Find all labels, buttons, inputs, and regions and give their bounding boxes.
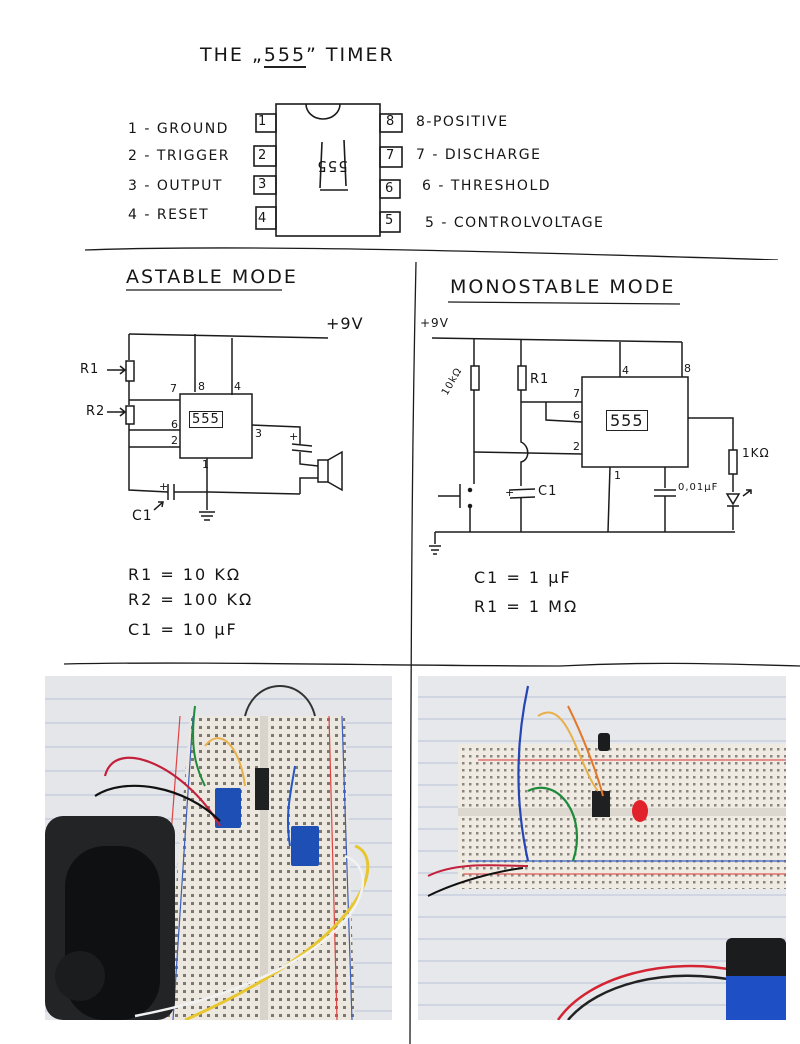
ic-chip [255, 768, 269, 810]
astable-pin2: 2 [171, 434, 179, 447]
monostable-photo-illustration [418, 676, 786, 1020]
astable-out-cap-plus: + [289, 430, 300, 443]
speaker-body [317, 459, 329, 483]
pin-label-trigger: 2 - TRIGGER [128, 148, 231, 164]
pin-2: 2 [258, 148, 268, 163]
r2-resistor [125, 405, 135, 425]
pin-label-discharge: 7 - DISCHARGE [416, 147, 542, 163]
electrolytic-capacitor [598, 733, 610, 751]
pin-1: 1 [258, 114, 268, 129]
control-cap-label: 0,01µF [678, 482, 719, 493]
breadboard [458, 744, 786, 889]
terminal-block-1 [215, 788, 241, 828]
astable-pin7: 7 [170, 382, 178, 395]
monostable-value-r1: R1 = 1 MΩ [474, 597, 579, 616]
r2-arrow [107, 407, 127, 417]
pin-label-reset: 4 - RESET [128, 207, 210, 223]
monostable-pin8: 8 [684, 362, 692, 375]
astable-pin8: 8 [198, 380, 206, 393]
pullup-resistor [470, 365, 480, 391]
pinout-chip-drawing [84, 103, 779, 260]
led-symbol [725, 493, 741, 507]
astable-c1-plus: + [159, 480, 170, 493]
r1-arrow [107, 365, 127, 375]
monostable-pin1: 1 [614, 469, 622, 482]
chip-body [275, 103, 381, 237]
astable-heading: ASTABLE MODE [126, 266, 298, 288]
astable-value-c1: C1 = 10 µF [128, 620, 238, 639]
pin-label-ground: 1 - GROUND [128, 121, 229, 137]
document-title: THE „555” TIMER [200, 44, 395, 68]
pin-4: 4 [258, 211, 268, 226]
speaker-cone [327, 450, 343, 492]
pin-label-threshold: 6 - THRESHOLD [422, 178, 552, 194]
chip-label: 555 [316, 156, 348, 175]
led-resistor-label: 1KΩ [742, 446, 770, 460]
ground-symbol [199, 511, 215, 521]
ground-symbol-mono [429, 532, 441, 555]
vertical-divider [409, 261, 417, 1044]
pin-label-output: 3 - OUTPUT [128, 178, 223, 194]
pin-3: 3 [258, 177, 268, 192]
monostable-underline [447, 301, 681, 305]
monostable-heading: MONOSTABLE MODE [450, 276, 676, 298]
monostable-pin2: 2 [573, 440, 581, 453]
astable-value-r1: R1 = 10 KΩ [128, 565, 242, 584]
monostable-r1-label: R1 [530, 372, 550, 387]
photo-monostable-breadboard [418, 676, 786, 1020]
title-suffix: ” TIMER [306, 44, 395, 66]
astable-pin1: 1 [202, 458, 210, 471]
astable-c1-label: C1 [132, 508, 153, 524]
monostable-c1-label: C1 [538, 484, 558, 499]
r1-resistor [125, 360, 135, 382]
horizontal-divider [63, 662, 800, 667]
astable-chip-label: 555 [189, 411, 223, 428]
astable-pin4: 4 [234, 380, 242, 393]
photo-astable-breadboard [45, 676, 392, 1020]
astable-value-r2: R2 = 100 KΩ [128, 590, 254, 609]
c1-arrow [153, 501, 164, 511]
astable-supply-label: +9V [326, 314, 364, 333]
astable-pin3: 3 [255, 427, 263, 440]
pin-6: 6 [385, 181, 395, 196]
pin-label-positive: 8-POSITIVE [416, 114, 509, 130]
terminal-block-2 [291, 826, 319, 866]
monostable-supply-label: +9V [420, 316, 449, 330]
astable-photo-illustration [45, 676, 392, 1020]
title-number: 555 [263, 44, 307, 68]
monostable-chip-label: 555 [606, 410, 648, 431]
monostable-pin6: 6 [573, 409, 581, 422]
red-led [632, 800, 648, 822]
monostable-pin4: 4 [622, 364, 630, 377]
pin-8: 8 [386, 114, 396, 129]
led-resistor [728, 449, 738, 475]
ic-chip [592, 791, 610, 817]
monostable-value-c1: C1 = 1 µF [474, 568, 572, 587]
pin-label-control-voltage: 5 - CONTROLVOLTAGE [425, 215, 605, 231]
astable-r2-label: R2 [86, 404, 106, 419]
monostable-pin7: 7 [573, 387, 581, 400]
chip-notch [305, 103, 341, 120]
title-prefix: THE „ [200, 44, 264, 66]
pullup-resistor-label: 10kΩ [440, 365, 465, 398]
astable-pin6: 6 [171, 418, 179, 431]
pin-5: 5 [385, 213, 395, 228]
led-light-arrow [742, 489, 752, 497]
pin-7: 7 [386, 148, 396, 163]
monostable-c1-plus: + [505, 486, 516, 499]
astable-r1-label: R1 [80, 362, 100, 377]
push-button [438, 484, 461, 508]
battery-9v [726, 976, 786, 1020]
control-cap [654, 467, 676, 532]
r1-resistor-mono [517, 365, 527, 391]
